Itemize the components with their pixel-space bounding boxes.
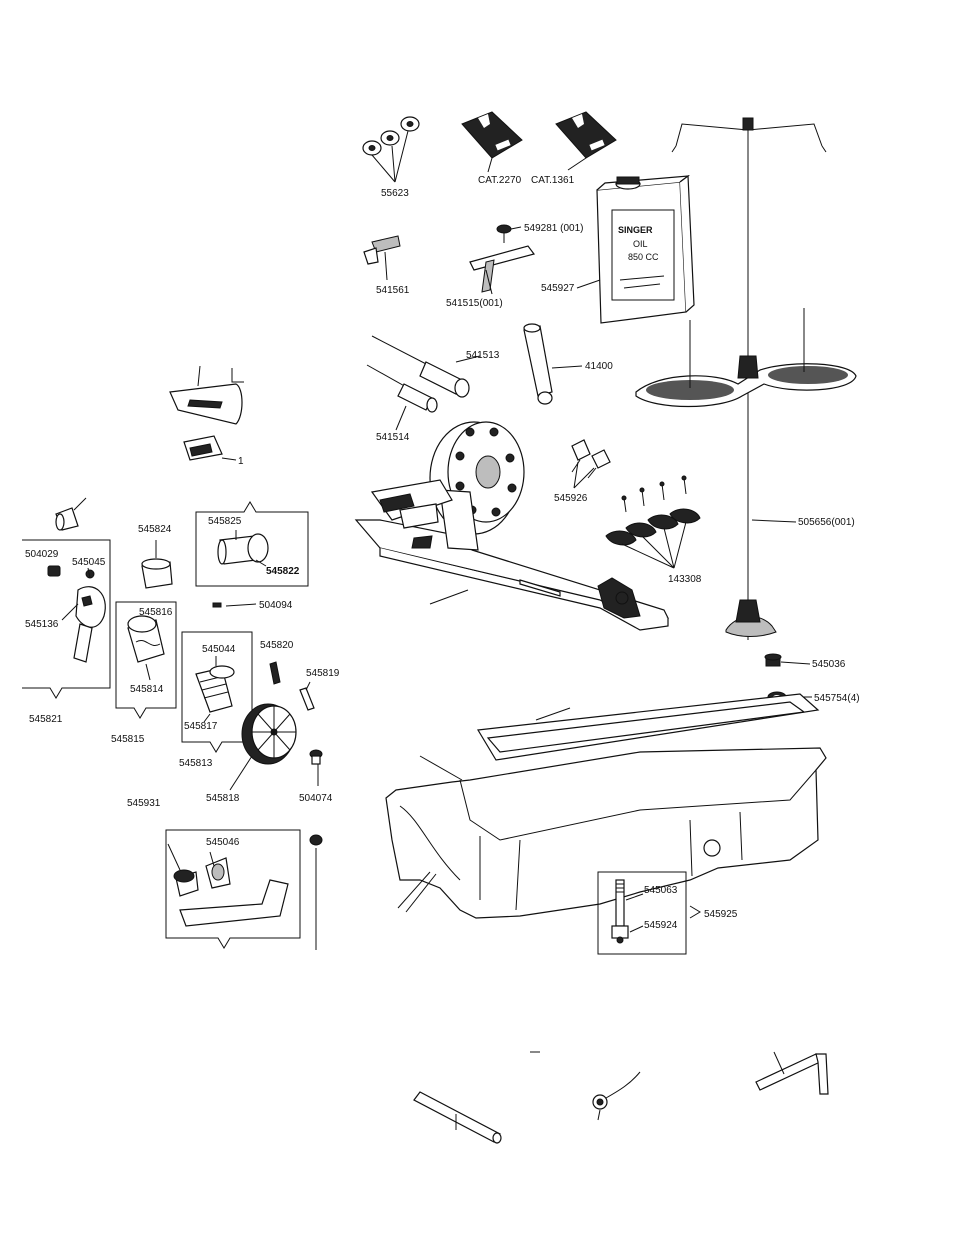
label-pads-143308: 143308 xyxy=(668,574,702,585)
pin-assembly-drawing xyxy=(611,879,629,944)
pin-assembly-box xyxy=(597,871,687,955)
label-504094: 504094 xyxy=(259,600,293,611)
label-545136: 545136 xyxy=(25,619,59,630)
throat-plate-drawing xyxy=(169,365,244,461)
bushing-small-drawing xyxy=(55,497,87,531)
gauge-541515-drawing xyxy=(469,245,536,295)
assembly-545821-box xyxy=(22,539,111,699)
oil-qty-text: 850 CC xyxy=(628,252,659,262)
screw-504074-drawing xyxy=(309,749,323,786)
label-assy-545821: 545821 xyxy=(29,714,63,725)
label-gauge-541515: 541515(001) xyxy=(446,298,503,309)
hex-key-drawing xyxy=(755,1051,829,1095)
gear-545818-drawing xyxy=(241,703,297,765)
label-plug-545036: 545036 xyxy=(812,659,846,670)
hook-assembly-drawing xyxy=(73,567,106,663)
label-handle-41400: 41400 xyxy=(585,361,613,372)
clamp-545926-drawing xyxy=(571,439,611,489)
label-545044: 545044 xyxy=(202,644,236,655)
screw-small-drawing xyxy=(309,834,323,950)
shaft-545825-drawing xyxy=(217,530,269,565)
label-545817: 545817 xyxy=(184,721,218,732)
label-shaft-545063: 545063 xyxy=(644,885,678,896)
rod-drawing xyxy=(413,1091,502,1144)
label-545931: 545931 xyxy=(127,798,161,809)
gauge-541561-drawing xyxy=(363,235,401,281)
label-545820: 545820 xyxy=(260,640,294,651)
oil-brand-text: SINGER xyxy=(618,225,653,235)
catalog-2270-drawing xyxy=(461,111,523,173)
label-washer-545754: 545754(4) xyxy=(814,693,860,704)
label-545825: 545825 xyxy=(208,516,242,527)
plug-545036-drawing xyxy=(764,653,811,667)
label-screwdriver-large: 541513 xyxy=(466,350,500,361)
handwheel-base-drawing xyxy=(354,421,669,631)
label-545818: 545818 xyxy=(206,793,240,804)
label-clamp-545926: 545926 xyxy=(554,493,588,504)
label-bobbins: 55623 xyxy=(381,188,409,199)
label-cat-1361: CAT.1361 xyxy=(531,175,575,186)
label-assy-545815: 545815 xyxy=(111,734,145,745)
label-545814: 545814 xyxy=(130,684,164,695)
spring-clip-drawing xyxy=(592,1071,641,1121)
assembly-545046-box xyxy=(165,829,301,949)
label-504074: 504074 xyxy=(299,793,333,804)
label-545816: 545816 xyxy=(139,607,173,618)
shaft-545044-drawing xyxy=(195,656,235,713)
label-545045: 545045 xyxy=(72,557,106,568)
label-gauge-541561: 541561 xyxy=(376,285,410,296)
label-545824: 545824 xyxy=(138,524,172,535)
label-cat-2270: CAT.2270 xyxy=(478,175,522,186)
label-screw-549281: 549281 (001) xyxy=(524,223,584,234)
lever-545046-drawing xyxy=(167,843,289,927)
catalog-1361-drawing xyxy=(555,111,617,171)
assembly-545815-box xyxy=(115,601,177,719)
handle-41400-drawing xyxy=(523,323,553,405)
label-assy-545813: 545813 xyxy=(179,758,213,769)
assembly-545825-box xyxy=(195,501,309,587)
label-pin-assembly: 545925 xyxy=(704,909,738,920)
cam-545816-drawing xyxy=(127,615,165,663)
label-545046: 545046 xyxy=(206,837,240,848)
label-thread-stand: 505656(001) xyxy=(798,517,855,528)
label-504029: 504029 xyxy=(25,549,59,560)
label-nut-545924: 545924 xyxy=(644,920,678,931)
screwdrivers-drawing xyxy=(366,335,470,413)
bobbins-drawing xyxy=(362,116,420,183)
oil-pan-drawing xyxy=(385,693,827,919)
label-screwdriver-small: 541514 xyxy=(376,432,410,443)
oil-word-text: OIL xyxy=(633,239,648,249)
label-mark-1: 1 xyxy=(238,456,244,467)
pads-143308-drawing xyxy=(605,475,701,569)
label-545822: 545822 xyxy=(266,566,300,577)
label-oil-can: 545927 xyxy=(541,283,575,294)
bushing-545824-drawing xyxy=(141,540,173,589)
assembly-545813-box xyxy=(181,631,253,753)
oil-can-drawing: SINGER OIL 850 CC xyxy=(596,174,695,324)
thread-stand-drawing xyxy=(635,117,857,640)
label-545819: 545819 xyxy=(306,668,340,679)
screw-549281-drawing xyxy=(496,224,522,243)
